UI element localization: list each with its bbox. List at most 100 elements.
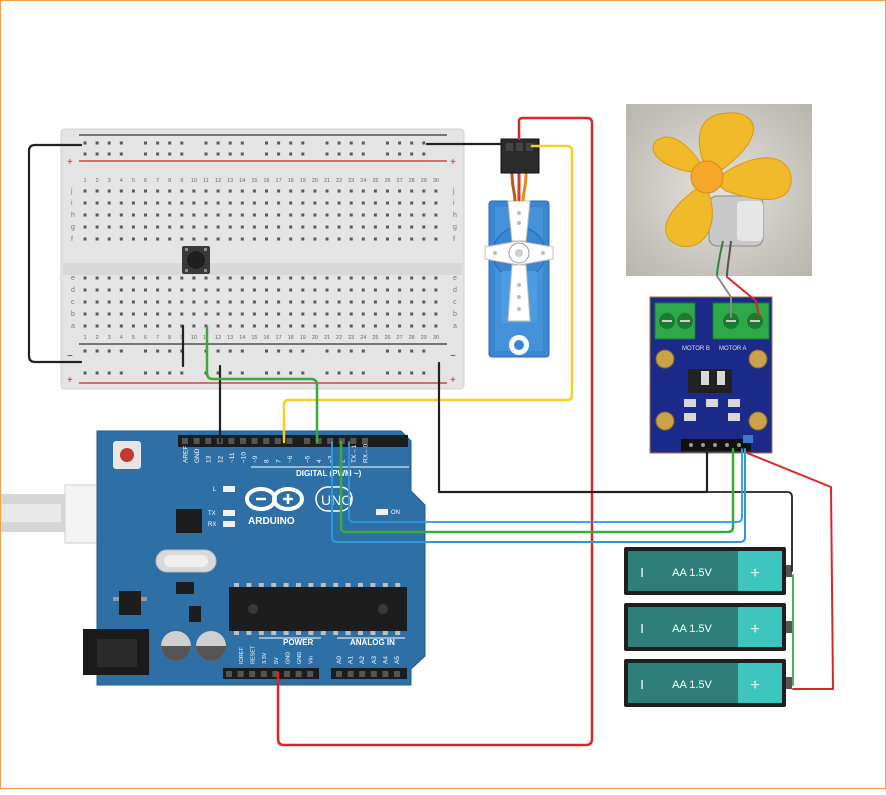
- digital-pin-hole[interactable]: [274, 438, 281, 444]
- breadboard-hole: [107, 189, 111, 193]
- digital-pin-hole[interactable]: [251, 438, 258, 444]
- power-pin-hole[interactable]: [295, 671, 302, 677]
- power-pin-hole[interactable]: [260, 671, 267, 677]
- analog-pin-hole[interactable]: [359, 671, 366, 677]
- digital-pin-hole[interactable]: [240, 438, 246, 444]
- motor-driver-board: MOTOR B MOTOR A: [649, 296, 773, 454]
- power-pin-hole[interactable]: [272, 671, 279, 677]
- digital-pin-label: TX→1: [351, 444, 358, 463]
- rail-hole: [107, 349, 111, 353]
- analog-pin-hole[interactable]: [394, 671, 400, 677]
- breadboard-hole: [240, 324, 244, 328]
- breadboard-hole: [192, 225, 196, 229]
- digital-pin-hole[interactable]: [304, 438, 310, 444]
- analog-pin-hole[interactable]: [336, 671, 342, 677]
- column-label-top: 14: [239, 178, 245, 184]
- led-on-label: ON: [391, 510, 400, 516]
- breadboard-hole: [216, 225, 220, 229]
- breadboard-hole: [277, 237, 281, 241]
- power-pin-hole[interactable]: [249, 671, 256, 677]
- breadboard-hole: [107, 225, 111, 229]
- rail-hole: [325, 152, 329, 156]
- digital-pin-label: 13: [206, 455, 213, 463]
- servo-horn[interactable]: [484, 200, 554, 322]
- rail-hole: [349, 152, 353, 156]
- breadboard-hole: [265, 324, 268, 328]
- breadboard-hole: [373, 324, 377, 328]
- digital-pin-hole[interactable]: [263, 438, 270, 444]
- rail-hole: [204, 152, 208, 156]
- breadboard-hole: [313, 189, 317, 193]
- motor-b-label: MOTOR B: [682, 346, 710, 352]
- digital-pin-hole[interactable]: [205, 438, 212, 444]
- rail-hole: [240, 152, 244, 156]
- column-label-top: 25: [372, 178, 378, 184]
- breadboard-hole: [361, 300, 365, 304]
- digital-pin-hole[interactable]: [327, 438, 334, 444]
- breadboard-hole: [422, 225, 426, 229]
- digital-pin-hole[interactable]: [286, 438, 293, 444]
- breadboard-hole: [422, 300, 426, 304]
- wire-blue-pin5-driver: [331, 441, 746, 543]
- column-label-top: 19: [300, 178, 306, 184]
- breadboard-hole: [398, 312, 402, 316]
- rail-hole: [325, 371, 329, 375]
- push-button[interactable]: [182, 246, 210, 274]
- digital-pin-hole[interactable]: [228, 438, 235, 444]
- digital-pin-hole[interactable]: [315, 438, 322, 444]
- breadboard-hole: [386, 288, 389, 292]
- motor-a-label: MOTOR A: [719, 346, 747, 352]
- rail-hole: [337, 349, 341, 353]
- breadboard-hole: [156, 288, 160, 292]
- rail-hole: [398, 152, 402, 156]
- breadboard-hole: [301, 189, 305, 193]
- power-pin-hole[interactable]: [284, 671, 290, 677]
- rail-hole: [410, 152, 414, 156]
- column-label-top: 20: [312, 178, 318, 184]
- analog-pin-hole[interactable]: [347, 671, 354, 677]
- rail-hole: [289, 141, 293, 145]
- breadboard-hole: [216, 288, 220, 292]
- rail-hole: [240, 371, 244, 375]
- chip-pin: [246, 631, 252, 635]
- power-pin-hole[interactable]: [307, 671, 314, 677]
- digital-pin-hole[interactable]: [350, 438, 357, 444]
- breadboard-hole: [156, 225, 160, 229]
- digital-pin-hole[interactable]: [362, 438, 368, 444]
- rail-hole: [398, 349, 402, 353]
- rail-hole: [301, 141, 305, 145]
- breadboard-hole: [301, 324, 305, 328]
- analog-pin-hole[interactable]: [370, 671, 377, 677]
- column-label-top: 2: [96, 178, 99, 184]
- digital-pin-hole[interactable]: [338, 438, 345, 444]
- breadboard-hole: [361, 312, 365, 316]
- breadboard-hole: [265, 300, 268, 304]
- analog-pin-hole[interactable]: [382, 671, 389, 677]
- rail-plus-top-right: +: [450, 157, 456, 168]
- chip-pin: [320, 631, 326, 635]
- power-pin-hole[interactable]: [226, 671, 232, 677]
- column-label-bottom: 3: [108, 335, 111, 341]
- breadboard-hole: [240, 225, 244, 229]
- chip-pin: [246, 583, 252, 587]
- rail-hole: [337, 152, 341, 156]
- breadboard-hole: [119, 237, 123, 241]
- breadboard-hole: [410, 237, 414, 241]
- breadboard-hole: [373, 276, 377, 280]
- breadboard-hole: [265, 276, 268, 280]
- breadboard-hole: [265, 237, 268, 241]
- column-label-bottom: 18: [288, 335, 294, 341]
- rail-hole: [144, 349, 147, 353]
- wire-blue-pin4-driver: [348, 441, 743, 523]
- breadboard-hole: [204, 324, 208, 328]
- analog-pin-label: A2: [359, 656, 366, 664]
- power-pin-hole[interactable]: [237, 671, 244, 677]
- rail-hole: [301, 152, 305, 156]
- chip-pin: [234, 583, 239, 587]
- digital-pin-hole[interactable]: [193, 438, 200, 444]
- breadboard-hole: [131, 213, 135, 217]
- breadboard-hole: [83, 312, 87, 316]
- digital-pin-hole[interactable]: [182, 438, 188, 444]
